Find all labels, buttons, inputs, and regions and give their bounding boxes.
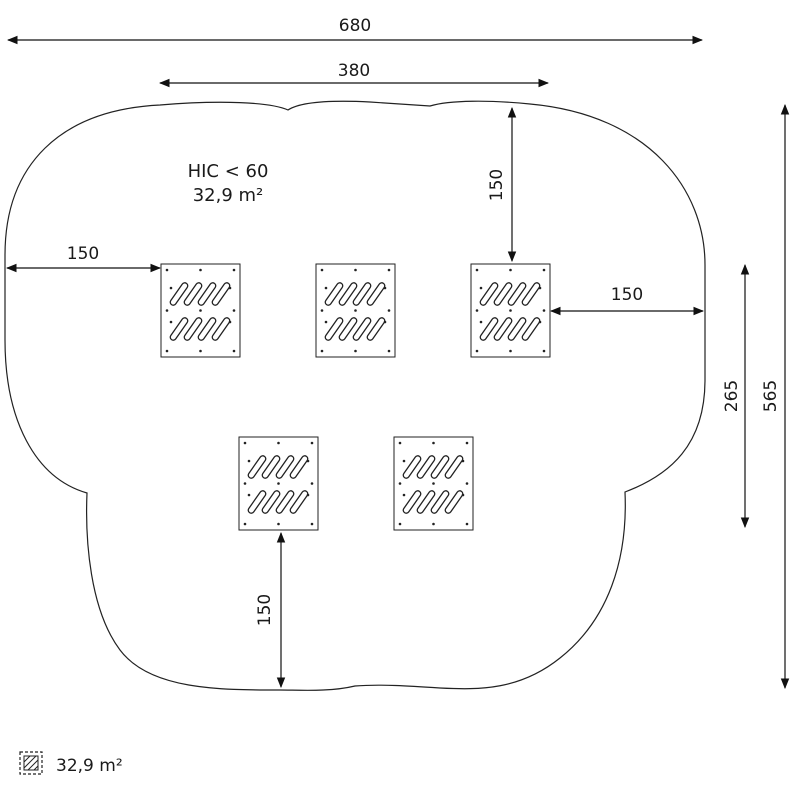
dimension-bottom-offset: 150 — [255, 531, 286, 689]
equipment-plate — [393, 436, 474, 531]
dimension-total-width-label: 680 — [339, 16, 371, 36]
safety-area-outline — [4, 100, 706, 691]
equipment-plate — [470, 263, 551, 358]
dimension-top-offset: 150 — [487, 106, 517, 263]
dimension-total-height: 565 — [761, 103, 790, 690]
dimension-right-offset-label: 150 — [611, 285, 643, 305]
equipment-plate — [315, 263, 396, 358]
dimension-right-offset: 150 — [549, 285, 705, 316]
dimension-inner-height: 265 — [722, 263, 750, 529]
dimension-inner-height-label: 265 — [722, 380, 742, 412]
dimension-left-offset: 150 — [5, 244, 162, 273]
equipment-plate — [238, 436, 319, 531]
hic-label: HIC < 60 — [188, 161, 269, 182]
dimension-top-offset-label: 150 — [487, 169, 507, 201]
area-label: 32,9 m² — [193, 185, 264, 206]
equipment-plates — [160, 263, 551, 531]
legend-area-label: 32,9 m² — [56, 756, 123, 776]
dimension-inner-width: 380 — [158, 61, 550, 88]
dimension-left-offset-label: 150 — [67, 244, 99, 264]
dimension-bottom-offset-label: 150 — [255, 594, 275, 626]
dimension-inner-width-label: 380 — [338, 61, 370, 81]
dimension-total-width: 680 — [6, 16, 704, 45]
legend: 32,9 m² — [19, 751, 123, 776]
dimension-total-height-label: 565 — [761, 380, 781, 412]
legend-hatch-icon — [19, 751, 43, 775]
equipment-plate — [160, 263, 241, 358]
